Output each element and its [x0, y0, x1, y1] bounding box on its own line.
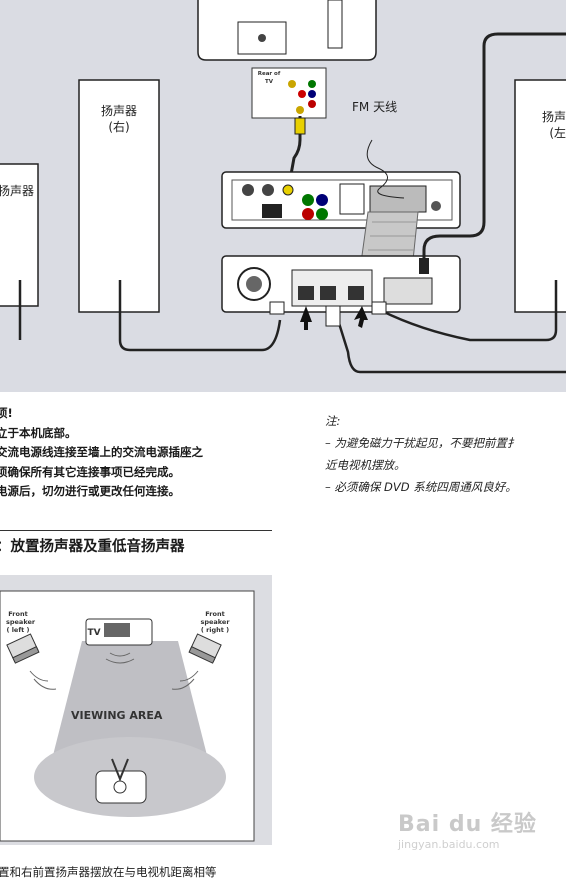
warning-line: 项! [0, 406, 13, 420]
connection-diagram-art [0, 0, 566, 374]
placement-illustration: Front speaker ( left ) Front speaker ( r… [0, 575, 272, 845]
speaker-left-label: 扬声器 (左) [541, 110, 566, 140]
step-heading: ：放置扬声器及重低音扬声器 [0, 530, 272, 556]
watermark-brand: Bai du 经验 [398, 812, 537, 837]
note-line: – 为避免磁力干扰起见，不要把前置扌 [325, 436, 519, 450]
warning-line: 立于本机底部。 [0, 425, 77, 440]
note-line: 近电视机摆放。 [325, 458, 406, 472]
notes-title: 注: [325, 414, 341, 428]
speaker-right-label: 扬声器 (右) [100, 104, 137, 134]
rear-of-tv-label: Rear of TV [257, 71, 281, 85]
warning-line: 电源后，切勿进行或更改任何连接。 [0, 484, 180, 498]
connection-diagram: 扬声器 (右) 扬声器 (左) 扬声器 FM 天线 Rear of TV [0, 0, 566, 392]
viewing-area-label: VIEWING AREA [71, 709, 163, 722]
front-speaker-left-label: Front speaker ( left ) [6, 610, 36, 634]
front-speaker-right-label: Front speaker ( right ) [200, 610, 230, 634]
warning-line: 须确保所有其它连接事项已经完成。 [0, 464, 180, 479]
watermark-url: jingyan.baidu.com [398, 838, 500, 851]
note-line: – 必须确保 DVD 系统四周通风良好。 [325, 480, 517, 494]
fm-antenna-label: FM 天线 [352, 100, 398, 114]
warning-block: 项! 立于本机底部。 交流电源线连接至墙上的交流电源插座之 须确保所有其它连接事… [0, 404, 276, 502]
speaker-left-partial-label: 扬声器 [0, 184, 34, 198]
notes-block: 注: – 为避免磁力干扰起见，不要把前置扌 近电视机摆放。 – 必须确保 DVD… [325, 410, 566, 498]
tv-label: TV [87, 628, 101, 638]
caption: 置和右前置扬声器摆放在与电视机距离相等 [0, 865, 217, 879]
warning-line: 交流电源线连接至墙上的交流电源插座之 [0, 445, 203, 459]
placement-art [0, 590, 255, 842]
